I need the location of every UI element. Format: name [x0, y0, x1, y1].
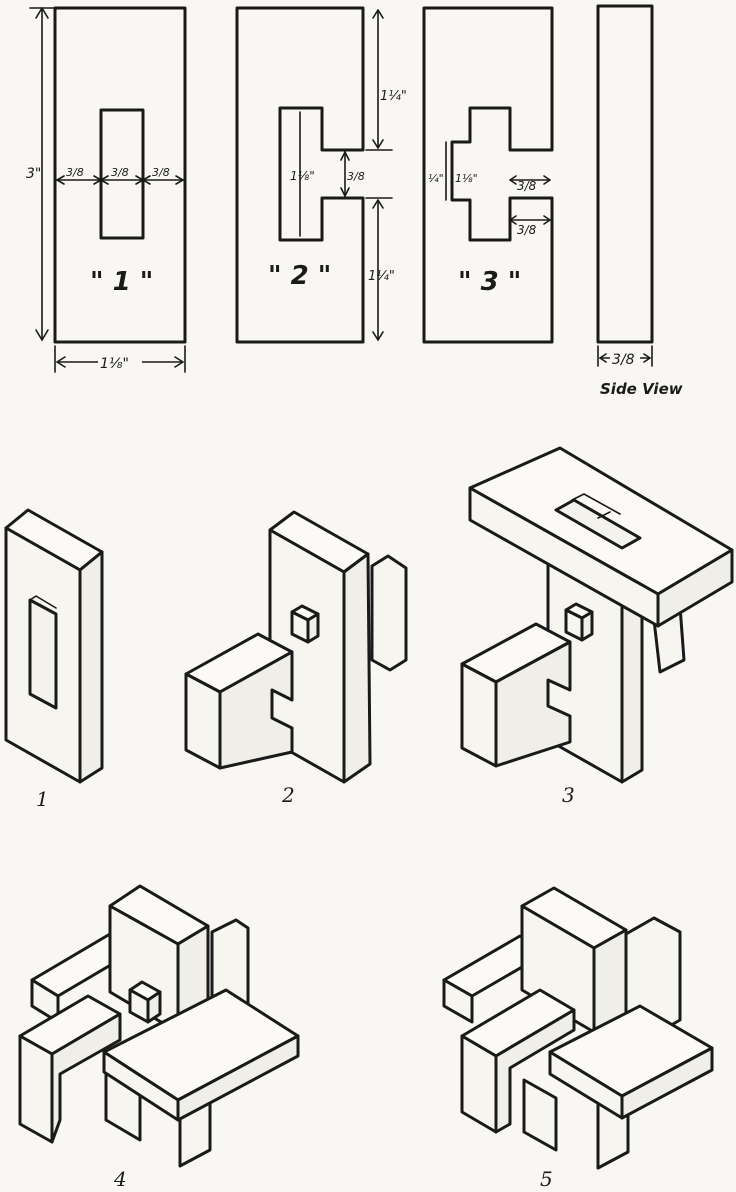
p3-right-lower-dim: 3/8 [517, 223, 537, 237]
flat-piece-3: ¼" 1⅛" 3/8 3/8 " 3 " [422, 6, 554, 344]
step-2-drawing: 2 [184, 510, 408, 807]
p3-slot-dim: 1⅛" [455, 172, 478, 185]
height-dim-label: 3" [26, 166, 41, 182]
height-dimension: 3" [26, 7, 56, 341]
flat-piece-1: 3/8 3/8 3/8 " 1 " [53, 6, 187, 344]
side-view: 3/8 Side View [596, 4, 683, 398]
step-3-label: 3 [562, 783, 575, 807]
width-dimension: 1⅛" [54, 345, 186, 373]
step-3-drawing: 3 [460, 446, 734, 807]
step-5-label: 5 [540, 1167, 553, 1191]
p1-right-dim: 3/8 [152, 166, 170, 179]
p2-top-dim: 1¼" [380, 89, 407, 104]
flat-views: 3" 3/8 3/8 3/8 " 1 " 1⅛" [26, 4, 683, 398]
p3-quarter-dim: ¼" [428, 172, 444, 185]
step-4-drawing: 4 [18, 884, 300, 1191]
side-view-label: Side View [600, 380, 683, 398]
step-1-drawing: 1 [4, 508, 104, 811]
p3-right-upper-dim: 3/8 [517, 179, 537, 193]
step-5-drawing: 5 [442, 886, 714, 1191]
p1-left-dim: 3/8 [66, 166, 84, 179]
flat-piece-2: 1⅛" 3/8 " 2 " [235, 6, 365, 344]
step-2-label: 2 [281, 783, 295, 807]
step-4-label: 4 [113, 1167, 127, 1191]
piece-2-vertical-dims: 1¼" 1¼" [365, 9, 407, 341]
p2-bottom-dim: 1¼" [368, 269, 395, 284]
flat-piece-3-label: " 3 " [458, 267, 521, 297]
p2-gap-dim: 3/8 [347, 170, 365, 183]
side-view-dim: 3/8 [612, 352, 635, 368]
flat-piece-1-label: " 1 " [90, 267, 153, 297]
p2-slot-dim: 1⅛" [290, 169, 315, 183]
flat-piece-2-label: " 2 " [268, 261, 331, 291]
step-1-label: 1 [36, 787, 49, 811]
p1-mid-dim: 3/8 [111, 166, 129, 179]
width-dim-label: 1⅛" [100, 356, 129, 372]
